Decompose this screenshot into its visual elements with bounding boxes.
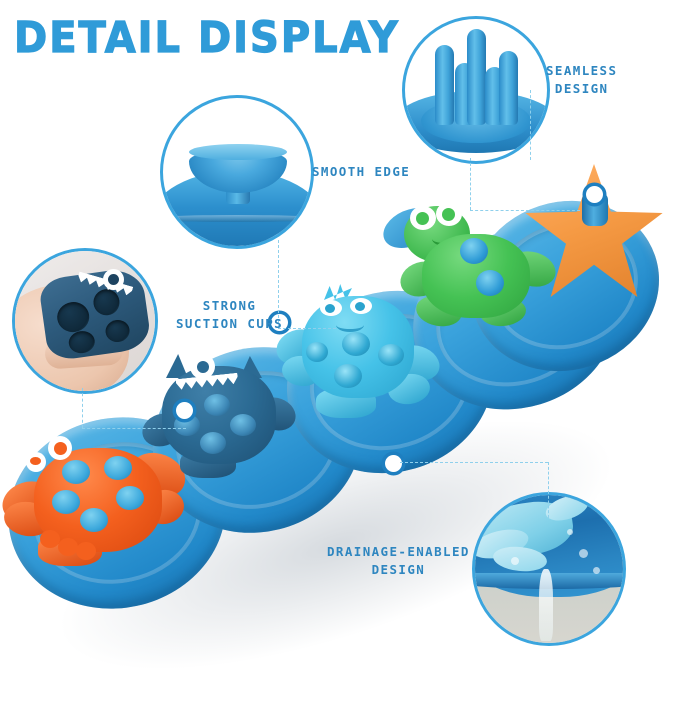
- connector-drainage: [548, 462, 549, 518]
- anchor-seamless-design: [586, 186, 603, 203]
- connector-smooth-edge: [278, 328, 336, 329]
- connector-seamless-design: [470, 158, 471, 210]
- anchor-strong-suction-cups: [176, 402, 193, 419]
- callout-label-smooth-edge: SMOOTH EDGE: [312, 164, 411, 179]
- toy-octopus[interactable]: [271, 284, 445, 420]
- anchor-drainage-design: [385, 455, 402, 472]
- product-illustration: [0, 150, 679, 728]
- connector-strong-suction: [82, 428, 186, 429]
- connector-seamless-design: [470, 210, 580, 211]
- inset-smooth-edge: [160, 95, 314, 249]
- detail-display-canvas: DETAIL DISPLAY: [0, 13, 679, 728]
- connector-smooth-edge: [278, 240, 279, 328]
- inset-seamless-design: [402, 16, 550, 164]
- toy-shark[interactable]: [138, 354, 301, 480]
- inset-strong-suction-cups: [12, 248, 158, 394]
- callout-label-strong-suction-cups: STRONG SUCTION CUPS: [176, 298, 284, 332]
- connector-seamless-label: [530, 90, 531, 160]
- octopus-smile: [336, 318, 364, 332]
- page-title: DETAIL DISPLAY: [13, 13, 400, 63]
- toy-turtle[interactable]: [395, 200, 560, 330]
- connector-drainage: [400, 462, 548, 463]
- anchor-smooth-edge: [271, 314, 288, 331]
- toy-starfish[interactable]: [524, 164, 664, 304]
- callout-label-drainage-design: DRAINAGE-ENABLED DESIGN: [327, 544, 470, 578]
- inset-drainage-design: [472, 492, 626, 646]
- connector-strong-suction: [82, 388, 83, 428]
- toy-crab[interactable]: [0, 436, 192, 568]
- callout-label-seamless-design: SEAMLESS DESIGN: [546, 63, 618, 97]
